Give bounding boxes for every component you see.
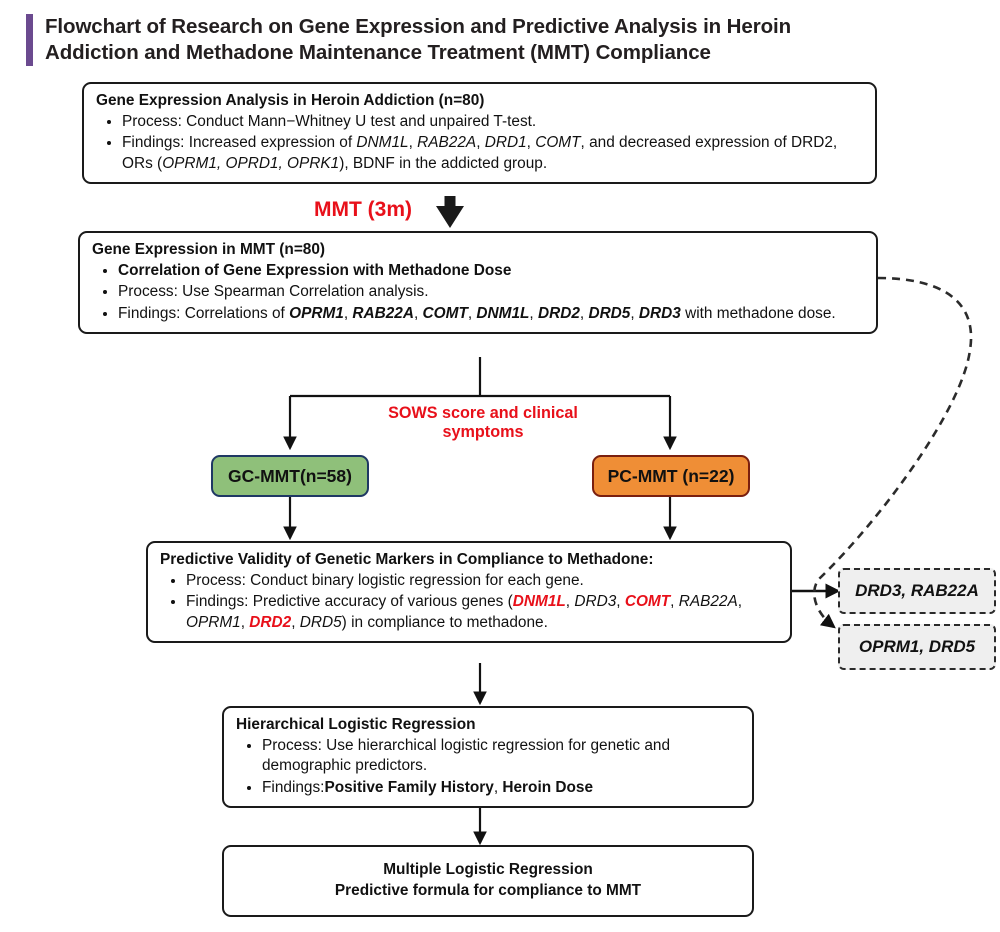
label-split-criterion-line-2: symptoms	[442, 423, 524, 442]
bullet-findings: Findings:Positive Family History, Heroin…	[262, 778, 740, 798]
node-gene-expression-mmt: Gene Expression in MMT (n=80) Correlatio…	[78, 231, 878, 334]
node-pc-mmt[interactable]: PC-MMT (n=22)	[592, 455, 750, 497]
node-multiple-regression: Multiple Logistic Regression Predictive …	[222, 845, 754, 917]
node-gene-expression-addiction: Gene Expression Analysis in Heroin Addic…	[82, 82, 877, 184]
node-hierarchical-regression: Hierarchical Logistic Regression Process…	[222, 706, 754, 808]
node-bullet-list: Process: Conduct binary logistic regress…	[160, 571, 778, 633]
node-header: Predictive Validity of Genetic Markers i…	[160, 551, 654, 568]
node-outcome-drd3-rab22a: DRD3, RAB22A	[838, 568, 996, 614]
bullet-findings: Findings: Increased expression of DNM1L,…	[122, 133, 863, 174]
node-outcome-oprm1-drd5: OPRM1, DRD5	[838, 624, 996, 670]
label-split-criterion: SOWS score and clinical symptoms	[368, 404, 598, 442]
node-header: Hierarchical Logistic Regression	[236, 716, 476, 733]
page-title: Flowchart of Research on Gene Expression…	[26, 14, 876, 66]
node-header: Gene Expression Analysis in Heroin Addic…	[96, 92, 485, 109]
title-text: Flowchart of Research on Gene Expression…	[45, 14, 876, 66]
node-bullet-list: Process: Conduct Mann−Whitney U test and…	[96, 112, 863, 174]
title-line-2: Addiction and Methadone Maintenance Trea…	[45, 41, 711, 65]
bullet-findings: Findings: Correlations of OPRM1, RAB22A,…	[118, 304, 864, 324]
gc-mmt-label: GC-MMT(n=58)	[228, 465, 352, 486]
bullet-process: Process: Conduct binary logistic regress…	[186, 571, 778, 591]
label-split-criterion-line-1: SOWS score and clinical	[388, 404, 578, 422]
node-gc-mmt[interactable]: GC-MMT(n=58)	[211, 455, 369, 497]
node-header: Gene Expression in MMT (n=80)	[92, 241, 326, 258]
pc-mmt-label: PC-MMT (n=22)	[607, 465, 735, 486]
multiple-regression-line-2: Predictive formula for compliance to MMT	[334, 881, 642, 899]
node-predictive-validity: Predictive Validity of Genetic Markers i…	[146, 541, 792, 643]
bullet-correlation: Correlation of Gene Expression with Meth…	[118, 261, 864, 281]
outcome-a-label: DRD3, RAB22A	[855, 581, 979, 600]
outcome-b-label: OPRM1, DRD5	[858, 637, 976, 656]
title-line-1: Flowchart of Research on Gene Expression…	[45, 15, 792, 38]
node-bullet-list: Correlation of Gene Expression with Meth…	[92, 261, 864, 324]
bullet-findings: Findings: Predictive accuracy of various…	[186, 592, 778, 633]
title-accent-bar	[26, 14, 33, 66]
node-bullet-list: Process: Use hierarchical logistic regre…	[236, 736, 740, 798]
bullet-process: Process: Use Spearman Correlation analys…	[118, 282, 864, 302]
bullet-process: Process: Conduct Mann−Whitney U test and…	[122, 112, 863, 132]
multiple-regression-line-1: Multiple Logistic Regression	[383, 861, 593, 879]
label-mmt-transition: MMT (3m)	[314, 198, 412, 221]
bullet-process: Process: Use hierarchical logistic regre…	[262, 736, 740, 777]
